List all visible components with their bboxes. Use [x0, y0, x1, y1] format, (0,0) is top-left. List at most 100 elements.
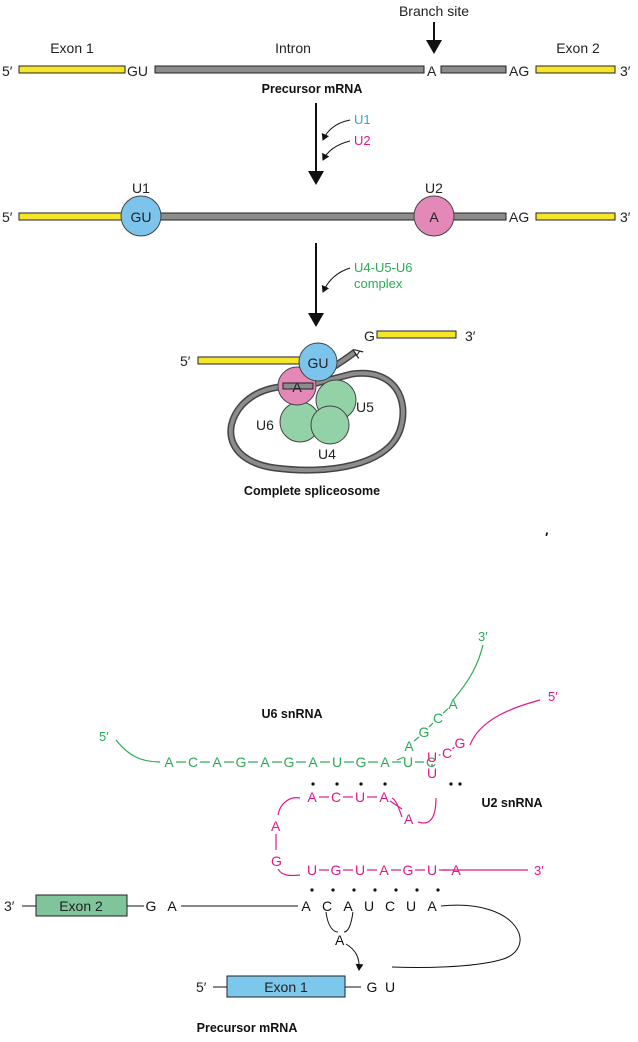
nucleotide: C [426, 754, 436, 770]
branch-a-bulge [325, 911, 354, 933]
five-prime-end-2: 5′ [2, 209, 13, 225]
exon2-label: Exon 2 [556, 40, 600, 56]
branch-site-label: Branch site [399, 3, 469, 19]
base-pair-dot [331, 888, 335, 892]
u2-bulge-link-2 [277, 868, 301, 877]
gu-site: GU [127, 63, 148, 79]
complex-join-arrow [321, 267, 351, 293]
nucleotide: A [164, 754, 174, 770]
nucleotide: C [188, 754, 198, 770]
nucleotide: U [427, 862, 437, 878]
branch-a-2: A [429, 209, 439, 225]
complex-label-line1: U4-U5-U6 [354, 260, 413, 275]
nucleotide: G [419, 724, 430, 740]
u2-bulge-link [277, 797, 301, 816]
intron-bar-4 [282, 382, 314, 390]
u2-loop-a: A [404, 811, 414, 827]
ag-site: AG [509, 63, 529, 79]
nucleotide: C [322, 898, 332, 914]
base-pair-dot [310, 888, 314, 892]
u4-label: U4 [318, 446, 336, 462]
nucleotide: G [455, 735, 466, 751]
u2-loop-join [391, 797, 403, 818]
u2-bulge-g: G [271, 853, 282, 869]
nucleotide: C [385, 898, 395, 914]
u2-right-link [452, 746, 455, 750]
five-prime-end-3: 5′ [180, 353, 191, 369]
base-pair-dot [449, 782, 453, 786]
nucleotide: U [332, 754, 342, 770]
nucleotide: C [433, 710, 443, 726]
nucleotide: A [308, 754, 318, 770]
nucleotide: A [260, 754, 270, 770]
base-pair-dot [335, 782, 339, 786]
u6-tail-link [428, 722, 434, 728]
mrna-three-prime: 3′ [4, 898, 15, 914]
u6-label: U6 [256, 417, 274, 433]
u1-snrnp [120, 195, 162, 237]
base-pair-dot [436, 888, 440, 892]
exon2-bar-3 [376, 330, 457, 339]
nucleotide: A [448, 696, 458, 712]
nucleotide: U [406, 898, 416, 914]
base-pair-dot [311, 782, 315, 786]
exon1-bar-2 [18, 212, 126, 221]
g-nucleotide: G [364, 328, 375, 344]
u6-five-prime: 5′ [99, 729, 109, 744]
u1-title: U1 [132, 180, 150, 196]
base-pair-dot [394, 888, 398, 892]
u2-title: U2 [425, 180, 443, 196]
nucleotide: A [301, 898, 311, 914]
nucleotide: G [236, 754, 247, 770]
base-pair-dot [359, 782, 363, 786]
nucleotide: U [355, 862, 365, 878]
exon1-box-label: Exon 1 [264, 979, 308, 995]
u2-snrna-title: U2 snRNA [481, 796, 542, 810]
nucleotide: A [343, 898, 353, 914]
u6-link [396, 756, 405, 761]
nucleotide: A [380, 754, 390, 770]
intron-bar [154, 65, 425, 74]
exon1-bar-3 [197, 356, 301, 365]
exon2-bar [535, 65, 616, 74]
u2-five-prime: 5′ [548, 689, 558, 704]
gu-site-3: GU [308, 355, 329, 371]
u2-join-arrow [322, 140, 351, 161]
base-pair-dot [373, 888, 377, 892]
nucleotide: A [427, 898, 437, 914]
u2-mrna-pairing [310, 888, 440, 892]
u2-5prime-tail [469, 699, 541, 746]
u2-three-prime: 3′ [534, 863, 544, 878]
five-prime-end: 5′ [2, 63, 13, 79]
mrna-five-prime: 5′ [196, 979, 207, 995]
u6-tail-link [442, 708, 449, 714]
u2-bulge-a: A [271, 818, 281, 834]
nucleotide: G [356, 754, 367, 770]
branch-a-bottom: A [335, 932, 345, 948]
u6-3prime-tail [452, 644, 484, 701]
u2-joining-label: U2 [354, 133, 371, 148]
precursor-mrna-title: Precursor mRNA [197, 1021, 298, 1035]
nucleotide: A [307, 789, 317, 805]
branch-a: A [427, 63, 437, 79]
nucleotide: U [355, 789, 365, 805]
nucleotide: C [442, 745, 452, 761]
u6-snrna-title: U6 snRNA [261, 707, 322, 721]
nucleotide: A [379, 862, 389, 878]
nucleotide: U [364, 898, 374, 914]
nucleotide: U [403, 754, 413, 770]
stray-mark: ′ [545, 529, 549, 545]
exon1-bar [18, 65, 126, 74]
nucleotide: A [212, 754, 222, 770]
nucleotide: U [427, 765, 437, 781]
nucleotide: G [403, 862, 414, 878]
exon2-bar-2 [535, 212, 616, 221]
u6-three-prime: 3′ [478, 629, 488, 644]
